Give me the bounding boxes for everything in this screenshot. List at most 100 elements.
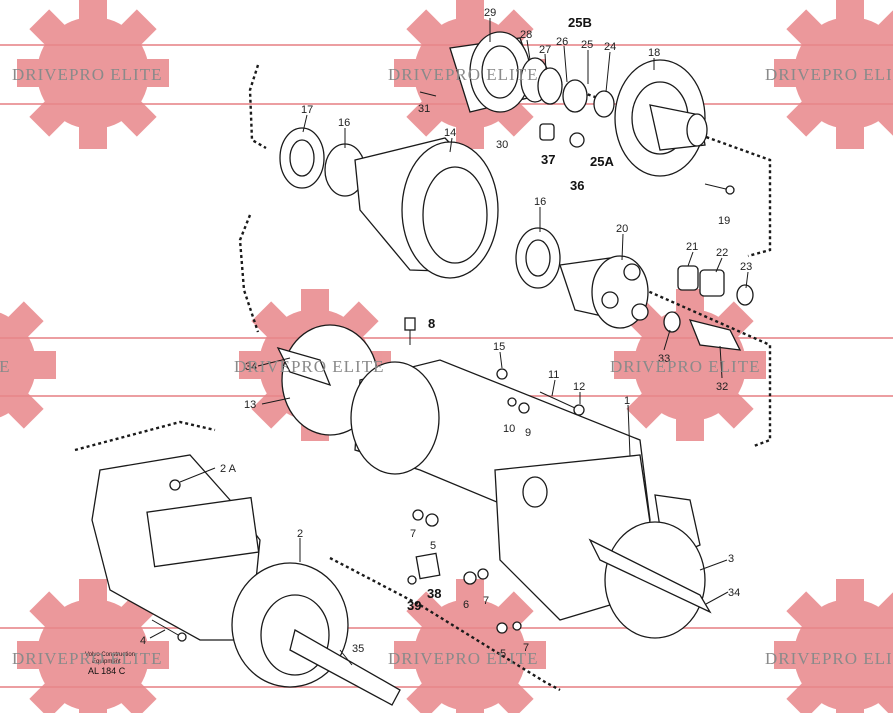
planet-pin xyxy=(631,303,649,321)
callout-31: 31 xyxy=(418,103,430,115)
nut-part xyxy=(569,132,585,148)
seal-17-bore xyxy=(289,139,315,177)
screw-39 xyxy=(407,575,417,585)
callout-7-second: 7 xyxy=(483,595,489,607)
gear-21-part xyxy=(677,265,699,291)
watermark-text: DRIVEPRO ELITE xyxy=(765,65,893,84)
callout-25B: 25B xyxy=(568,15,592,30)
callout-39: 39 xyxy=(407,598,421,613)
outline-upper-left xyxy=(248,64,267,150)
callout-37: 37 xyxy=(541,152,555,167)
callout-15: 15 xyxy=(493,341,505,353)
outline-middle-right xyxy=(599,268,772,448)
hub-spindle-end xyxy=(686,113,708,147)
ring-gear-bore xyxy=(481,45,519,99)
watermark-text: DRIVEPRO ELITE xyxy=(610,357,760,376)
watermark-text: DRIVEPRO ELITE xyxy=(765,649,893,668)
washer-part xyxy=(593,90,615,118)
callout-3: 3 xyxy=(728,553,734,565)
ring-23-part xyxy=(736,284,754,306)
callout-9: 9 xyxy=(525,427,531,439)
callout-33: 33 xyxy=(658,353,670,365)
watermark-text: DRIVEPRO ELITE xyxy=(234,357,384,376)
plug-15 xyxy=(496,368,508,380)
callout-25: 25 xyxy=(581,39,593,51)
callout-12: 12 xyxy=(573,381,585,393)
lower-housing-assembly xyxy=(91,454,401,706)
bearing-16b-bore xyxy=(525,239,551,277)
planet-housing-assembly xyxy=(279,127,754,351)
callout-34: 34 xyxy=(245,361,257,373)
washer-7a xyxy=(412,509,424,521)
callout-24: 24 xyxy=(604,41,616,53)
callout-21: 21 xyxy=(686,241,698,253)
callout-36: 36 xyxy=(570,178,584,193)
washer-7b xyxy=(477,568,489,580)
callout-6: 6 xyxy=(463,599,469,611)
planet-pin xyxy=(601,291,619,309)
callout-5: 5 xyxy=(430,540,436,552)
hub-assembly xyxy=(419,31,735,195)
callout-labels: 29 28 27 26 25B 25 24 18 31 30 37 25A 36… xyxy=(140,7,752,660)
drawing-reference: AL 184 C xyxy=(88,666,126,676)
callout-34-second: 34 xyxy=(728,587,740,599)
bearing-part xyxy=(562,79,588,113)
axle-housing-assembly xyxy=(276,317,712,639)
callout-14: 14 xyxy=(444,127,456,139)
bushing-part xyxy=(539,123,555,141)
callout-16: 16 xyxy=(338,117,350,129)
bolt-4 xyxy=(151,619,181,637)
plug-6 xyxy=(463,571,477,585)
callout-7: 7 xyxy=(410,528,416,540)
callout-30: 30 xyxy=(496,139,508,151)
gear-22-part xyxy=(699,269,725,297)
callout-23: 23 xyxy=(740,261,752,273)
callout-28: 28 xyxy=(520,29,532,41)
outline-lower-center xyxy=(329,556,561,692)
plate-38-part xyxy=(415,552,441,580)
half-shaft-35-part xyxy=(289,629,401,706)
callout-25A: 25A xyxy=(590,154,614,169)
watermark-text: DRIVEPRO ELITE xyxy=(12,65,162,84)
housing-14-bore xyxy=(422,166,488,264)
callout-20: 20 xyxy=(616,223,628,235)
leader-lines xyxy=(149,18,749,666)
bolt-4-head xyxy=(177,632,187,642)
washer-33-part xyxy=(663,311,681,333)
callout-10: 10 xyxy=(503,423,515,435)
watermark-text: DRIVEPRO ELITE xyxy=(12,649,162,668)
watermark-text: DRIVEPRO ELITE xyxy=(0,357,10,376)
callout-5-second: 5 xyxy=(500,648,506,660)
callout-8: 8 xyxy=(428,316,435,331)
callout-29: 29 xyxy=(484,7,496,19)
callout-27: 27 xyxy=(539,44,551,56)
outline-lower-left xyxy=(74,420,216,452)
callout-22: 22 xyxy=(716,247,728,259)
washer-7c xyxy=(512,621,522,631)
callout-7-third: 7 xyxy=(523,642,529,654)
axle-housing-1-flange xyxy=(350,361,440,475)
screw-31 xyxy=(419,91,437,97)
credit-block: Volvo Construction Equipment AL 184 C xyxy=(85,652,135,676)
nut-12 xyxy=(573,404,585,416)
callout-18: 18 xyxy=(648,47,660,59)
callout-13: 13 xyxy=(244,399,256,411)
watermark-texts: DRIVEPRO ELITE DRIVEPRO ELITE DRIVEPRO E… xyxy=(0,65,893,668)
nut-9 xyxy=(518,402,530,414)
watermark-text: DRIVEPRO ELITE xyxy=(388,65,538,84)
callout-1: 1 xyxy=(624,395,630,407)
bolt-19-head xyxy=(725,185,735,195)
planet-pin xyxy=(623,263,641,281)
breather-8-cap xyxy=(404,317,416,331)
shaft-34a-part xyxy=(276,346,332,387)
callout-2A: 2 A xyxy=(220,463,237,475)
callout-38: 38 xyxy=(427,586,441,601)
watermark-text: DRIVEPRO ELITE xyxy=(388,649,538,668)
bolt-11 xyxy=(539,391,576,409)
callout-26: 26 xyxy=(556,36,568,48)
shaft-34b-part xyxy=(588,538,712,614)
carrier-port xyxy=(522,476,548,508)
credit-line-2: Equipment xyxy=(92,659,121,665)
